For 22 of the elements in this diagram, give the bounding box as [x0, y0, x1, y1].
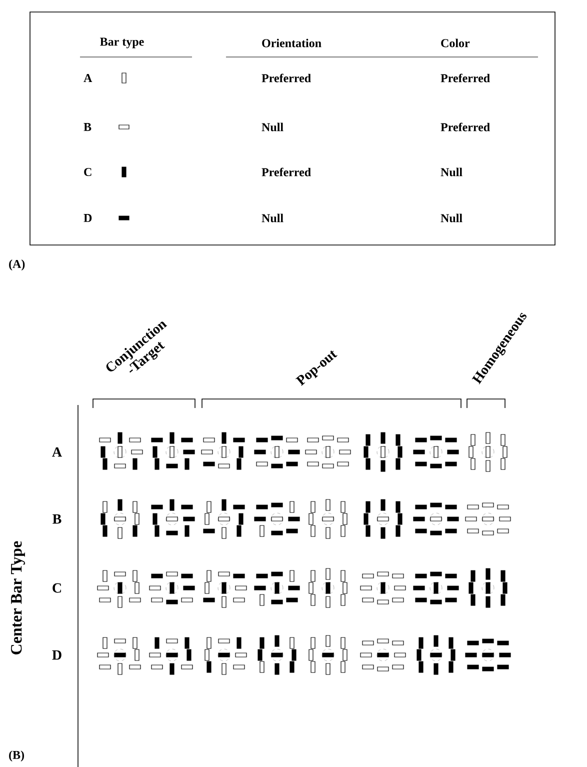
table-cell: Preferred: [440, 122, 490, 132]
column-header: Bar type: [100, 38, 144, 48]
table-cell: Null: [262, 122, 284, 132]
row-letter: A: [52, 447, 62, 457]
table-cell: Null: [440, 168, 462, 176]
table-cell: Preferred: [262, 74, 311, 82]
table-cell: Preferred: [262, 168, 311, 176]
bar-letter: B: [84, 123, 92, 131]
table-cell: Null: [440, 214, 462, 222]
table-cell: Null: [262, 214, 284, 222]
panel-label: (B): [9, 750, 24, 762]
axis-title: Center Bar Type: [10, 541, 26, 654]
bar-letter: C: [84, 168, 92, 176]
column-header: Color: [441, 38, 470, 48]
table-cell: Preferred: [440, 74, 490, 82]
row-letter: C: [52, 583, 61, 593]
column-header: Orientation: [262, 38, 322, 48]
bar-letter: D: [84, 214, 92, 222]
row-letter: B: [52, 514, 62, 524]
row-letter: D: [52, 650, 62, 660]
bar-letter: A: [84, 74, 92, 82]
panel-label: (A): [9, 260, 25, 270]
